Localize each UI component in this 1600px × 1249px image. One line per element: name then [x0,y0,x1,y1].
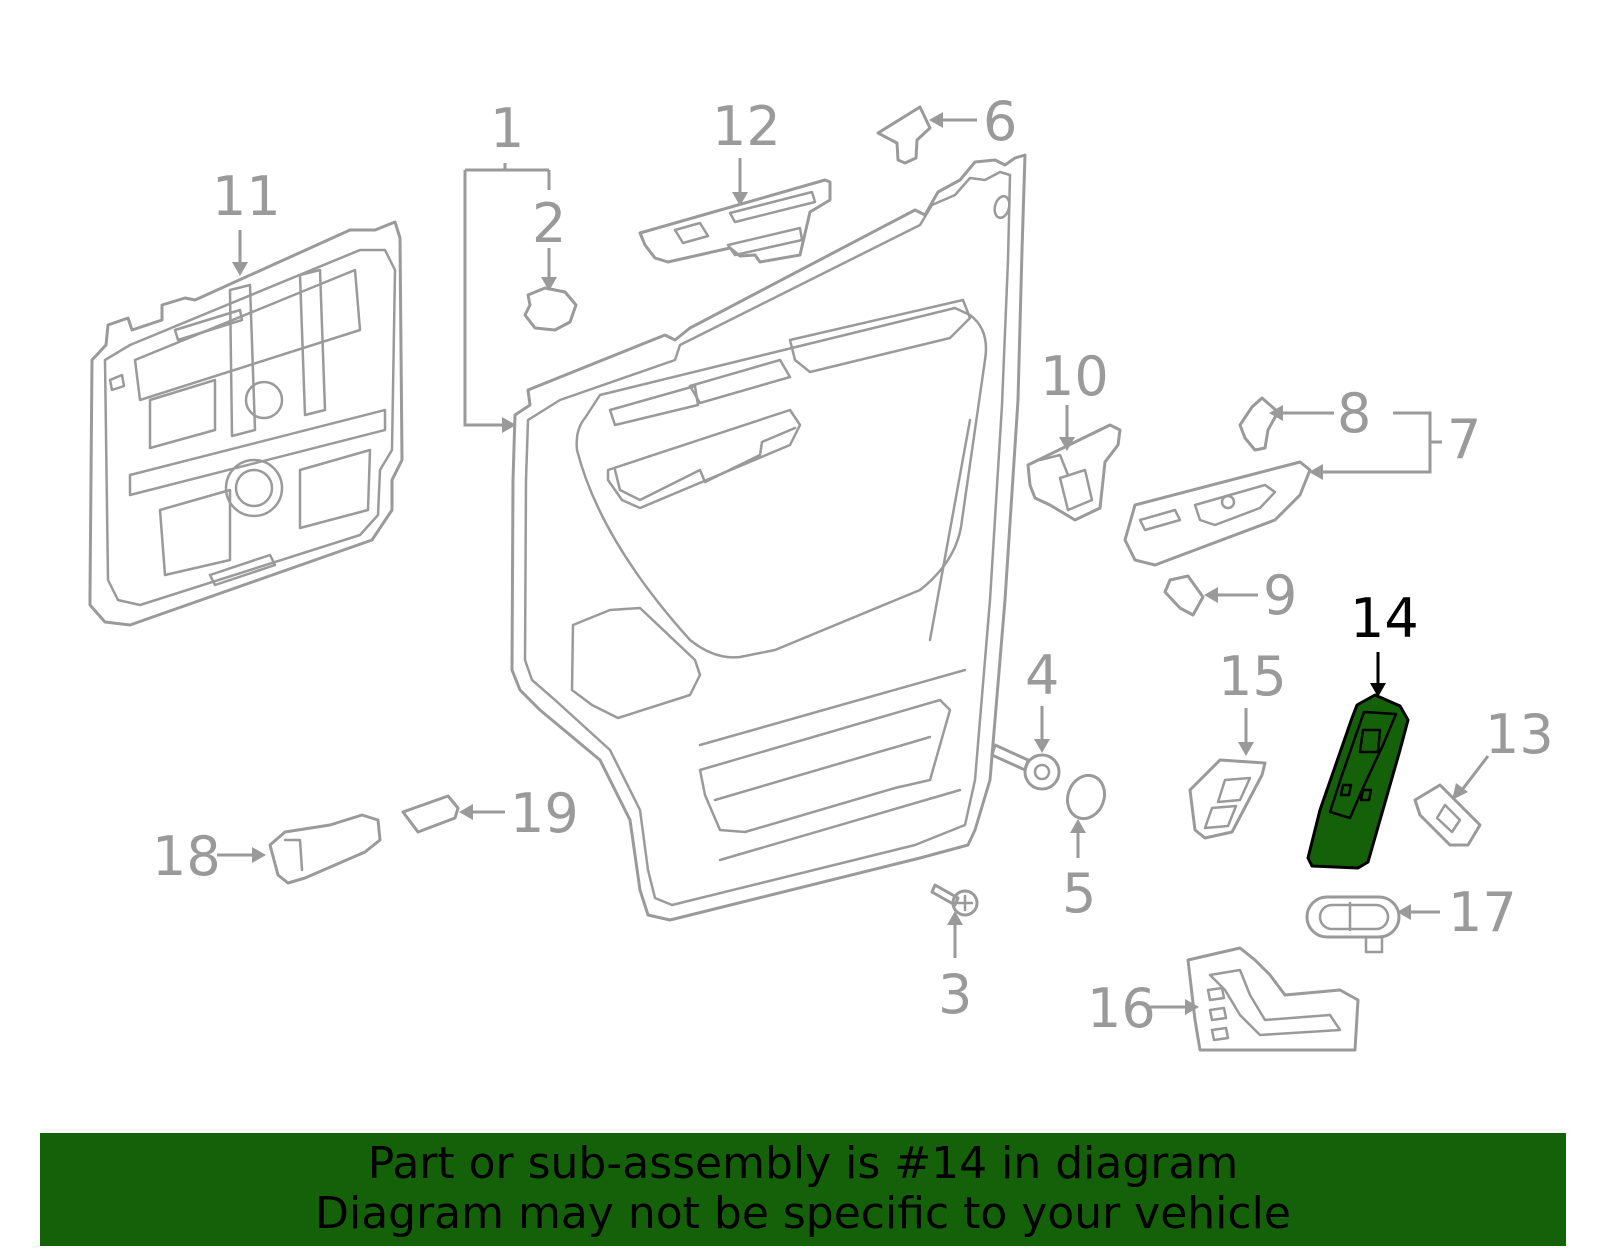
part-9-clip [1163,574,1205,617]
leader-14 [1370,652,1386,697]
callout-12: 12 [712,95,781,158]
callout-17: 17 [1448,881,1517,944]
callout-8: 8 [1337,382,1371,445]
part-notice-banner: Part or sub-assembly is #14 in diagram D… [40,1133,1566,1246]
part-2-clip [523,286,578,332]
callout-7: 7 [1447,408,1481,471]
callout-15: 15 [1218,645,1287,708]
part-12-switch-bezel [638,178,832,264]
callout-16: 16 [1087,977,1156,1040]
callout-2: 2 [532,192,566,255]
callout-11: 11 [212,165,281,228]
callout-1: 1 [490,97,524,160]
part-18-handle [268,813,382,885]
callout-9: 9 [1263,564,1297,627]
part-6-clip [876,105,932,165]
part-8-clip [1238,396,1280,452]
callout-19: 19 [510,782,579,845]
part-13-switch [1413,783,1482,847]
part-17-handle-cup [1305,895,1401,954]
part-3-screw [930,883,979,917]
leader-lines [217,112,1490,1015]
callout-3: 3 [938,963,972,1026]
part-10-handle-bracket [1026,423,1122,522]
callout-18: 18 [152,825,221,888]
callout-14: 14 [1350,587,1419,650]
callout-6: 6 [983,90,1017,153]
callout-10: 10 [1040,345,1109,408]
part-7-handle-bezel [1123,460,1312,567]
part-5-grommet [1065,773,1107,821]
banner-line-2: Diagram may not be specific to your vehi… [315,1188,1291,1239]
part-4-bolt [990,743,1061,791]
part-11-door-module-carrier [88,220,404,627]
parts-diagram: 11 1 2 12 6 10 8 7 9 14 15 13 4 5 3 17 1… [88,90,1554,1052]
part-19-cap [401,794,460,834]
callout-labels: 11 1 2 12 6 10 8 7 9 14 15 13 4 5 3 17 1… [152,90,1554,1040]
part-15-switch [1188,758,1267,840]
callout-5: 5 [1062,862,1096,925]
part-1-door-trim-panel [510,153,1027,922]
callout-4: 4 [1025,644,1059,707]
callout-13: 13 [1485,703,1554,766]
banner-line-1: Part or sub-assembly is #14 in diagram [367,1138,1239,1189]
part-16-seat-switch [1186,946,1360,1052]
part-14-switch-panel [1306,693,1410,870]
